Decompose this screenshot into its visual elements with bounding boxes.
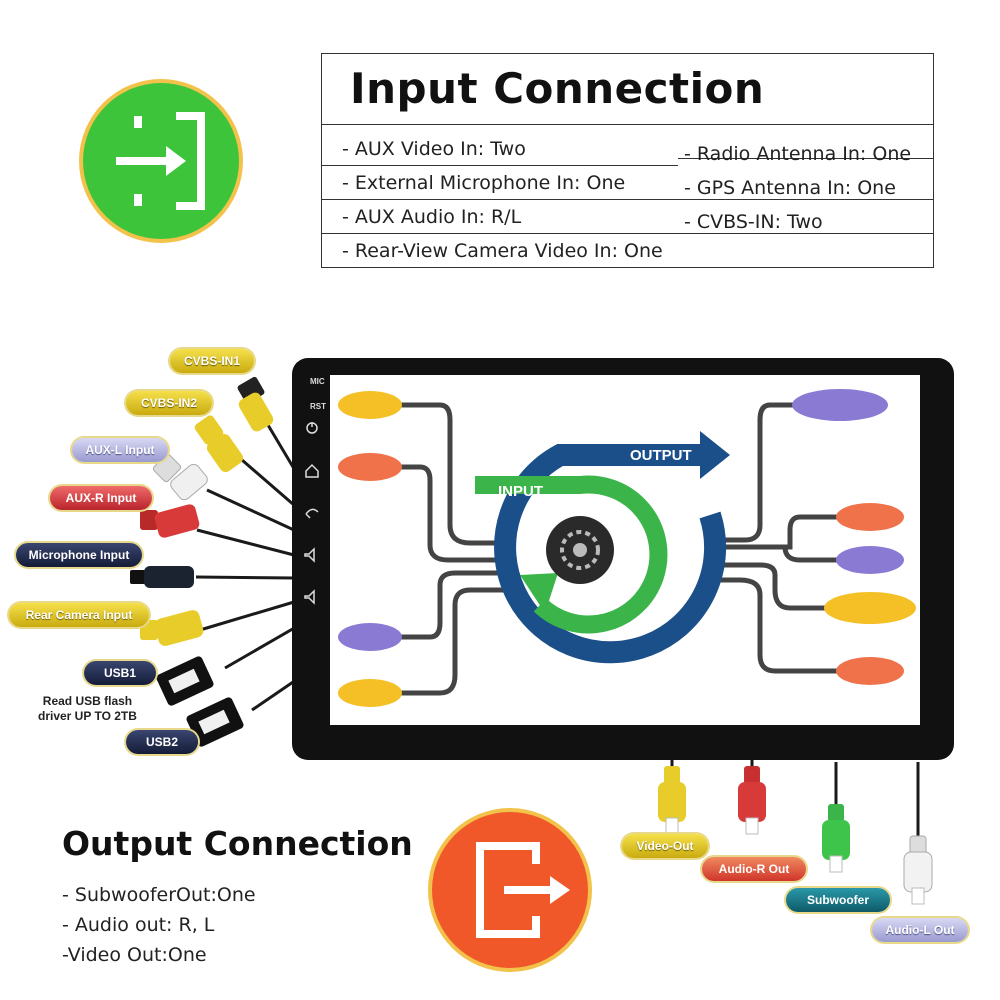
input-icon	[79, 79, 243, 243]
usb1-plug	[156, 656, 214, 706]
audio-r-out-plug	[738, 766, 766, 835]
audio-l-out-plug	[903, 835, 933, 905]
input-connection-title: Input Connection	[350, 64, 765, 113]
head-unit: MIC RST OUTPUT INPUT	[292, 358, 954, 760]
subwoofer-plug	[822, 804, 850, 873]
subwoofer-label: Subwoofer	[786, 888, 890, 912]
input-connection-table: Input Connection - AUX Video In: Two - E…	[321, 53, 934, 268]
audio-l-out-label: Audio-L Out	[872, 918, 968, 942]
diagram-output-label: OUTPUT	[630, 447, 692, 464]
output-connection-title: Output Connection	[62, 824, 413, 863]
diagram-input-label: INPUT	[498, 483, 543, 500]
cvbs-in2-plug	[194, 415, 244, 473]
cvbs-in2-label: CVBS-IN2	[126, 391, 212, 415]
mic-label: MIC	[310, 377, 325, 386]
input-row-radio-antenna: - Radio Antenna In: One	[684, 143, 912, 165]
aux-r-plug	[140, 504, 200, 538]
cvbs-in1-label: CVBS-IN1	[170, 349, 254, 373]
input-row-gps-antenna: - GPS Antenna In: One	[684, 177, 896, 199]
rst-label: RST	[310, 402, 326, 411]
output-item-video: -Video Out:One	[62, 944, 207, 966]
input-row-rear-camera: - Rear-View Camera Video In: One	[342, 240, 663, 262]
output-item-audio: - Audio out: R, L	[62, 914, 215, 936]
video-out-plug	[658, 766, 686, 835]
input-row-microphone: - External Microphone In: One	[342, 172, 626, 194]
usb2-label: USB2	[126, 730, 198, 754]
microphone-input-label: Microphone Input	[16, 543, 142, 567]
output-item-subwoofer: - SubwooferOut:One	[62, 884, 256, 906]
microphone-plug	[130, 566, 194, 588]
usb2-plug	[186, 697, 244, 747]
cvbs-in1-plug	[237, 376, 274, 432]
usb-note: Read USB flash driver UP TO 2TB	[38, 694, 137, 723]
input-row-cvbs-in: - CVBS-IN: Two	[684, 211, 823, 233]
aux-l-input-label: AUX-L Input	[72, 438, 168, 462]
rear-camera-input-label: Rear Camera Input	[9, 603, 149, 627]
output-icon	[428, 808, 592, 972]
input-row-aux-audio: - AUX Audio In: R/L	[342, 206, 522, 228]
aux-r-input-label: AUX-R Input	[50, 486, 152, 510]
usb1-label: USB1	[84, 661, 156, 685]
audio-r-out-label: Audio-R Out	[702, 857, 806, 881]
video-out-label: Video-Out	[622, 834, 708, 858]
input-row-aux-video: - AUX Video In: Two	[342, 138, 526, 160]
rear-camera-plug	[140, 610, 204, 646]
